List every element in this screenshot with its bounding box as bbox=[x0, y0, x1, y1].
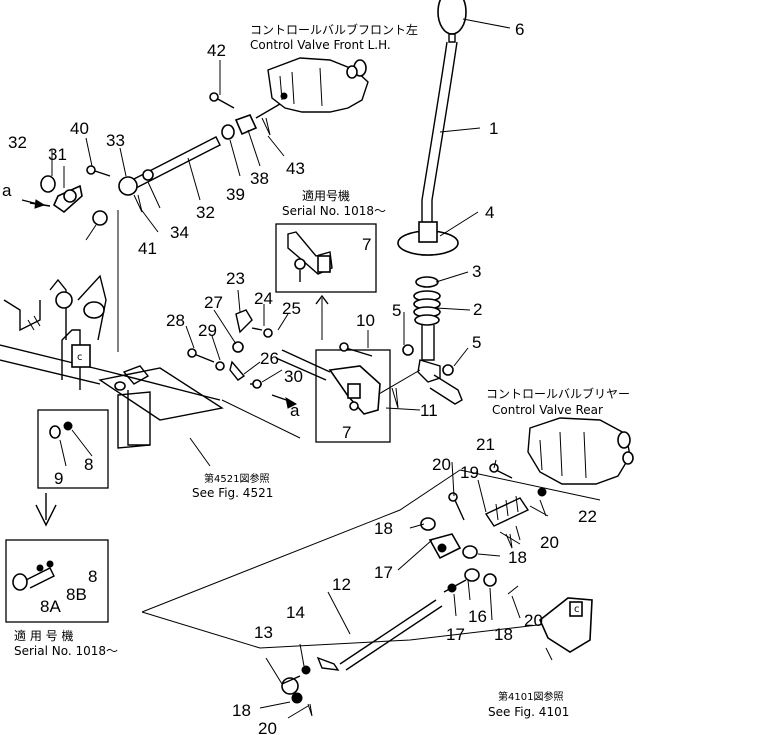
callout-8-box: 8 bbox=[88, 567, 97, 586]
callout-31: 28 bbox=[166, 311, 185, 330]
callout-40: 40 bbox=[70, 119, 89, 138]
detail-box-9-8 bbox=[37, 409, 109, 489]
callout-25: 22 bbox=[578, 507, 597, 526]
callout-7-top: 7 bbox=[362, 235, 371, 254]
callout-42: 42 bbox=[207, 41, 226, 60]
cv-front-jp: コントロールバルブフロント左 bbox=[250, 22, 418, 37]
callout-a-top: a bbox=[2, 181, 12, 200]
lever-stand: c bbox=[0, 274, 224, 449]
serial-bottom-jp: 適 用 号 機 bbox=[14, 628, 73, 643]
lever-knob bbox=[437, 0, 467, 35]
callout-17-left: 18 bbox=[232, 701, 251, 720]
fig4101-jp: 第4101図参照 bbox=[498, 690, 563, 703]
callout-28: 25 bbox=[282, 299, 301, 318]
detail-box-serial-bottom bbox=[5, 539, 109, 623]
callout-36: 33 bbox=[106, 131, 125, 150]
callout-33: 31 bbox=[48, 145, 67, 164]
callout-8B: 8B bbox=[66, 585, 87, 604]
detail-box-serial-top-part bbox=[287, 231, 333, 282]
callout-8-left: 8 bbox=[84, 455, 93, 474]
cv-front-en: Control Valve Front L.H. bbox=[250, 38, 391, 52]
callout-37: 34 bbox=[170, 223, 189, 242]
spring-washer bbox=[415, 276, 439, 288]
callout-34: 32 bbox=[8, 133, 27, 152]
callout-1: 1 bbox=[489, 119, 498, 138]
fig4521-jp: 第4521図参照 bbox=[204, 472, 269, 485]
lever-spring bbox=[413, 290, 441, 326]
fig4521-en: See Fig. 4521 bbox=[192, 486, 273, 500]
callout-5-right: 5 bbox=[472, 333, 481, 352]
front-linkage bbox=[29, 92, 271, 352]
callout-32-bottom: 30 bbox=[284, 367, 303, 386]
callout-7-mid: 7 bbox=[342, 423, 351, 442]
callout-20-right: 18 bbox=[508, 548, 527, 567]
callout-15: 16 bbox=[468, 607, 487, 626]
callout-32-top: 29 bbox=[198, 321, 217, 340]
callout-39: 39 bbox=[226, 185, 245, 204]
callout-27: 24 bbox=[254, 289, 273, 308]
svg-text:c: c bbox=[574, 604, 580, 615]
svg-text:c: c bbox=[77, 352, 83, 363]
callout-10: 10 bbox=[356, 311, 375, 330]
callout-21: 19 bbox=[460, 463, 479, 482]
cv-rear-en: Control Valve Rear bbox=[492, 403, 603, 417]
callout-20-left: 18 bbox=[374, 519, 393, 538]
callout-30: 27 bbox=[204, 293, 223, 312]
rear-linkage: c bbox=[281, 417, 634, 717]
callout-19: 17 bbox=[374, 563, 393, 582]
callout-5-left: 5 bbox=[392, 301, 401, 320]
callout-labels: 6 1 4 3 2 5 5 10 11 7 7 42 32 31 40 33 3… bbox=[2, 20, 597, 735]
control-lever-assembly bbox=[359, 0, 467, 406]
callout-41: 41 bbox=[138, 239, 157, 258]
fig4101-en: See Fig. 4101 bbox=[488, 705, 569, 719]
callout-2: 2 bbox=[473, 300, 482, 319]
callout-6: 6 bbox=[515, 20, 524, 39]
serial-top-en: Serial No. 1018～ bbox=[282, 204, 386, 218]
callout-14: 14 bbox=[286, 603, 305, 622]
serial-bottom-en: Serial No. 1018～ bbox=[14, 644, 118, 658]
leader-lines bbox=[51, 18, 549, 719]
callout-11: 11 bbox=[420, 401, 438, 420]
callout-13: 13 bbox=[254, 623, 273, 642]
callout-12: 12 bbox=[332, 575, 351, 594]
callout-43: 43 bbox=[286, 159, 305, 178]
control-valve-front bbox=[255, 57, 369, 119]
middle-linkage bbox=[187, 309, 399, 443]
callout-18-right: 20 bbox=[524, 611, 543, 630]
serial-top-jp: 適用号機 bbox=[302, 188, 350, 203]
callout-26: 23 bbox=[226, 269, 245, 288]
callout-35: 32 bbox=[196, 203, 215, 222]
callout-24: 21 bbox=[476, 435, 495, 454]
callout-8A: 8A bbox=[40, 597, 61, 616]
callout-29: 26 bbox=[260, 349, 279, 368]
callout-18-left: 20 bbox=[258, 719, 277, 735]
callout-23: 20 bbox=[540, 533, 559, 552]
callout-22: 20 bbox=[432, 455, 451, 474]
callout-38: 38 bbox=[250, 169, 269, 188]
callout-3: 3 bbox=[472, 262, 481, 281]
callout-a-mid: a bbox=[290, 401, 300, 420]
callout-17-right: 18 bbox=[494, 625, 513, 644]
reference-notes: コントロールバルブフロント左 Control Valve Front L.H. … bbox=[14, 22, 630, 719]
callout-16: 17 bbox=[446, 625, 465, 644]
detail-box-serial-top bbox=[275, 223, 377, 293]
cv-rear-jp: コントロールバルブリヤー bbox=[486, 386, 630, 401]
callout-4: 4 bbox=[485, 203, 494, 222]
callout-9: 9 bbox=[54, 469, 63, 488]
